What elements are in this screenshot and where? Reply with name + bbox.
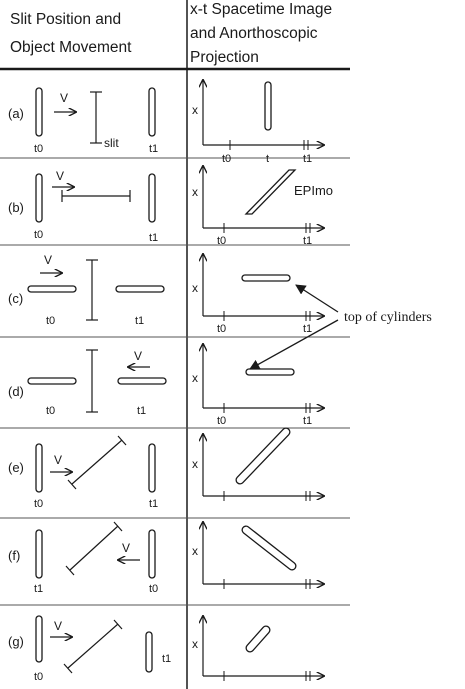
cylinder — [148, 87, 156, 137]
axis-x-label: x — [192, 544, 198, 558]
row-label: (g) — [8, 634, 24, 649]
cylinder — [27, 377, 77, 385]
callout: top of cylinders — [249, 284, 432, 370]
row-e: (e) V t0 t1 x — [8, 427, 324, 510]
velocity-label: V — [56, 169, 64, 183]
axis-x-label: x — [192, 457, 198, 471]
axis-x-label: x — [192, 371, 198, 385]
velocity-label: V — [122, 541, 130, 555]
tick-t1: t1 — [303, 153, 312, 165]
t0-label: t0 — [34, 229, 43, 241]
t1-label: t1 — [137, 405, 146, 417]
epimo-label: EPImo — [294, 183, 333, 198]
row-label: (c) — [8, 291, 23, 306]
t0-label: t0 — [34, 671, 43, 683]
cylinder — [115, 285, 165, 293]
row-label: (a) — [8, 106, 24, 121]
slit — [67, 623, 119, 669]
row-d: (d) V t0 t1 x t0 t1 — [8, 344, 324, 427]
cylinder — [27, 285, 77, 293]
row-label: (f) — [8, 548, 20, 563]
tick-t0: t0 — [222, 153, 231, 165]
cylinder — [35, 529, 43, 579]
cylinder — [145, 631, 153, 673]
tick-t: t — [266, 153, 269, 165]
t1-label: t1 — [135, 315, 144, 327]
t0-label: t0 — [149, 583, 158, 595]
tick-t1: t1 — [303, 415, 312, 427]
projection-image — [244, 169, 297, 215]
cylinder — [35, 173, 43, 223]
slit — [71, 439, 123, 485]
axis-x-label: x — [192, 281, 198, 295]
right-header-line1: x-t Spacetime Image — [190, 1, 333, 18]
tick-t1: t1 — [303, 323, 312, 335]
callout-arrow — [249, 319, 339, 370]
projection-image — [241, 274, 291, 282]
tick-t1: t1 — [303, 235, 312, 247]
t1-label: t1 — [149, 498, 158, 510]
velocity-label: V — [54, 619, 62, 633]
projection-image — [264, 81, 272, 131]
row-a: (a) V slit t0 t1 x t0 t t1 — [8, 80, 324, 165]
cylinder — [35, 615, 43, 663]
cylinder — [117, 377, 167, 385]
row-b: (b) V t0 t1 x t0 t1 EPImo — [8, 166, 333, 247]
row-label: (e) — [8, 460, 24, 475]
slit-label: slit — [104, 136, 119, 150]
cylinder — [35, 443, 43, 493]
axis-x-label: x — [192, 103, 198, 117]
cylinder — [35, 87, 43, 137]
left-header-line2: Object Movement — [10, 39, 132, 56]
velocity-label: V — [44, 253, 52, 267]
cylinder — [148, 443, 156, 493]
velocity-label: V — [60, 91, 68, 105]
velocity-label: V — [134, 349, 142, 363]
slit — [69, 525, 119, 571]
row-g: (g) V t0 t1 x — [8, 616, 324, 683]
t0-label: t0 — [46, 315, 55, 327]
t0-label: t0 — [46, 405, 55, 417]
t1-label: t1 — [162, 653, 171, 665]
axis-x-label: x — [192, 637, 198, 651]
row-c: (c) V t0 t1 x t0 t1 — [8, 253, 324, 335]
tick-t0: t0 — [217, 235, 226, 247]
t0-label: t0 — [34, 143, 43, 155]
tick-t0: t0 — [217, 323, 226, 335]
t1-label: t1 — [149, 143, 158, 155]
t0-label: t0 — [34, 498, 43, 510]
cylinder — [148, 529, 156, 579]
right-header-line3: Projection — [190, 49, 259, 66]
velocity-label: V — [54, 453, 62, 467]
row-f: (f) V t1 t0 x — [8, 522, 324, 595]
callout-arrow — [295, 284, 339, 313]
cylinder — [148, 173, 156, 223]
t1-label: t1 — [149, 232, 158, 244]
callout-label: top of cylinders — [344, 310, 432, 325]
tick-t0: t0 — [217, 415, 226, 427]
axis-x-label: x — [192, 185, 198, 199]
row-label: (b) — [8, 200, 24, 215]
row-label: (d) — [8, 384, 24, 399]
t1-label: t1 — [34, 583, 43, 595]
right-header-line2: and Anorthoscopic — [190, 25, 318, 42]
left-header-line1: Slit Position and — [10, 11, 122, 28]
projection-image — [245, 368, 295, 376]
